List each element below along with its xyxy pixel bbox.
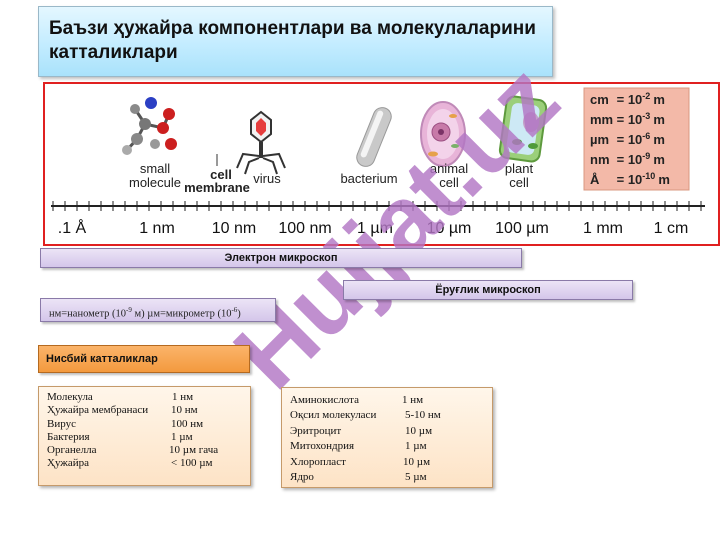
list-item: Ядро 5 µм — [290, 470, 492, 485]
item-value: < 100 µм — [171, 457, 213, 470]
list-item: Аминокислота 1 нм — [290, 393, 492, 408]
list-item: Молекула 1 нм — [47, 391, 250, 404]
item-name: Органелла — [47, 444, 97, 457]
units-note-part1: нм=нанометр (10 — [49, 308, 127, 320]
label-small-molecule-2: molecule — [129, 175, 181, 190]
list-item: Органелла 10 µм гача — [47, 444, 250, 457]
svg-text:Å = 10-10m: Å = 10-10m — [590, 171, 670, 187]
tick-label-4: 1 µm — [357, 220, 393, 237]
svg-text:cm = 10-2m: cm = 10-2m — [590, 91, 665, 107]
tick-label-3: 100 nm — [278, 220, 331, 237]
slide-title: Баъзи ҳужайра компонентлари ва молекулал… — [38, 6, 553, 77]
item-value: 10 µм — [403, 455, 431, 468]
label-animal-cell-1: animal — [430, 161, 468, 176]
units-note-part2: м) µм=микрометр (10 — [131, 308, 232, 320]
units-note-part3: ) — [237, 308, 241, 320]
list-item: Бактерия 1 µм — [47, 431, 250, 444]
item-value: 1 µм — [405, 440, 427, 453]
label-plant-cell-2: cell — [509, 175, 529, 190]
item-value: 10 µм — [405, 424, 433, 437]
virus-icon — [236, 110, 286, 175]
units-note-exp1: -9 — [126, 306, 132, 314]
item-value: 10 µм гача — [169, 444, 219, 457]
item-name: Ядро — [290, 470, 314, 483]
relative-sizes-header: Нисбий катталиклар — [38, 345, 250, 373]
scale-ruler — [51, 201, 705, 211]
item-name: Эритроцит — [290, 424, 342, 437]
item-name: Вирус — [47, 417, 76, 430]
svg-text:nm = 10-9m: nm = 10-9m — [590, 151, 665, 167]
svg-text:mm = 10-3m: mm = 10-3m — [590, 111, 665, 127]
item-name: Митохондрия — [290, 440, 355, 453]
bacterium-icon — [356, 107, 392, 167]
list-item: Митохондрия 1 µм — [290, 439, 492, 454]
list-item: Эритроцит 10 µм — [290, 424, 492, 439]
tick-label-8: 1 cm — [654, 220, 689, 237]
item-value: 5 µм — [405, 470, 427, 483]
light-microscope-bar: Ёруғлик микроскоп — [343, 280, 633, 300]
list-item: Ҳужайра мембранаси 10 нм — [47, 404, 250, 417]
units-note: нм=нанометр (10-9 м) µм=микрометр (10-6) — [40, 298, 276, 322]
relative-sizes-list-left: Молекула 1 нм Ҳужайра мембранаси 10 нм Вир… — [38, 386, 251, 486]
label-virus: virus — [253, 171, 281, 186]
tick-label-0: .1 Å — [58, 218, 87, 237]
list-item: Вирус 100 нм — [47, 418, 250, 431]
item-name: Молекула — [47, 391, 93, 403]
animal-cell-icon — [420, 101, 466, 167]
label-animal-cell-2: cell — [439, 175, 459, 190]
plant-cell-icon — [498, 95, 548, 163]
item-value: 5-10 нм — [405, 409, 441, 422]
tick-label-2: 10 nm — [212, 220, 256, 237]
relative-sizes-list-right: Аминокислота 1 нм Оқсил молекуласи 5-10 нм… — [281, 387, 493, 488]
list-item: Ҳужайра < 100 µм — [47, 457, 250, 470]
svg-text:µm = 10-6m: µm = 10-6m — [590, 131, 665, 147]
tick-label-6: 100 µm — [495, 220, 549, 237]
item-value: 100 нм — [171, 417, 204, 430]
item-value: 1 нм — [402, 394, 424, 406]
label-plant-cell-1: plant — [505, 161, 534, 176]
size-scale-figure: small molecule cell membrane virus bacte… — [43, 82, 720, 246]
electron-microscope-bar: Электрон микроскоп — [40, 248, 522, 268]
small-molecule-icon — [122, 97, 177, 155]
item-name: Оқсил молекуласи — [290, 409, 377, 422]
item-name: Бактерия — [47, 430, 90, 443]
label-bacterium: bacterium — [340, 171, 397, 186]
list-item: Оқсил молекуласи 5-10 нм — [290, 408, 492, 423]
tick-label-1: 1 nm — [139, 220, 175, 237]
label-cell-membrane-1: cell — [210, 167, 232, 182]
item-value: 1 нм — [172, 391, 194, 403]
item-name: Аминокислота — [290, 394, 359, 406]
units-note-exp2: -6 — [231, 306, 238, 314]
item-value: 10 нм — [171, 404, 198, 417]
label-small-molecule-1: small — [140, 161, 170, 176]
item-name: Хлоропласт — [290, 455, 346, 468]
list-item: Хлоропласт 10 µм — [290, 455, 492, 470]
tick-label-5: 10 µm — [427, 220, 472, 237]
tick-label-7: 1 mm — [583, 220, 623, 237]
size-scale-svg: small molecule cell membrane virus bacte… — [51, 87, 705, 237]
item-value: 1 µм — [171, 430, 193, 443]
item-name: Ҳужайра мембранаси — [47, 404, 149, 417]
label-cell-membrane-2: membrane — [184, 180, 250, 195]
item-name: Ҳужайра — [47, 457, 90, 470]
